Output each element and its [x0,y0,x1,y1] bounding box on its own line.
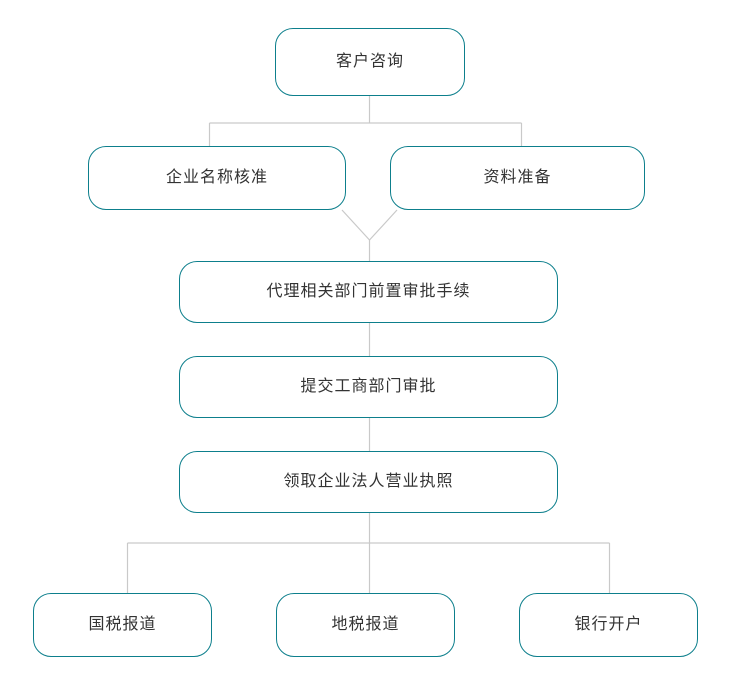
connector-line [369,209,398,241]
connector-line [341,209,370,241]
flow-node-label: 企业名称核准 [165,169,268,187]
flow-node-company-name-approval[interactable]: 企业名称核准 [88,146,346,210]
flow-node-label: 银行开户 [574,616,643,634]
flow-node-pre-approval-procedures[interactable]: 代理相关部门前置审批手续 [179,261,558,323]
flow-node-label: 地税报道 [331,616,400,634]
flow-node-customer-consultation[interactable]: 客户咨询 [275,28,465,96]
flow-node-bank-account-opening[interactable]: 银行开户 [519,593,698,657]
flow-node-label: 资料准备 [483,169,552,187]
flow-node-label: 领取企业法人营业执照 [283,473,454,491]
flow-node-label: 客户咨询 [335,53,404,71]
flow-node-label: 代理相关部门前置审批手续 [266,283,471,301]
flow-node-submit-to-industry-commerce[interactable]: 提交工商部门审批 [179,356,558,418]
flow-node-label: 国税报道 [88,616,157,634]
flow-node-local-tax-registration[interactable]: 地税报道 [276,593,455,657]
flow-node-label: 提交工商部门审批 [300,378,437,396]
flow-node-national-tax-registration[interactable]: 国税报道 [33,593,212,657]
flow-node-receive-business-license[interactable]: 领取企业法人营业执照 [179,451,558,513]
flow-node-document-preparation[interactable]: 资料准备 [390,146,645,210]
